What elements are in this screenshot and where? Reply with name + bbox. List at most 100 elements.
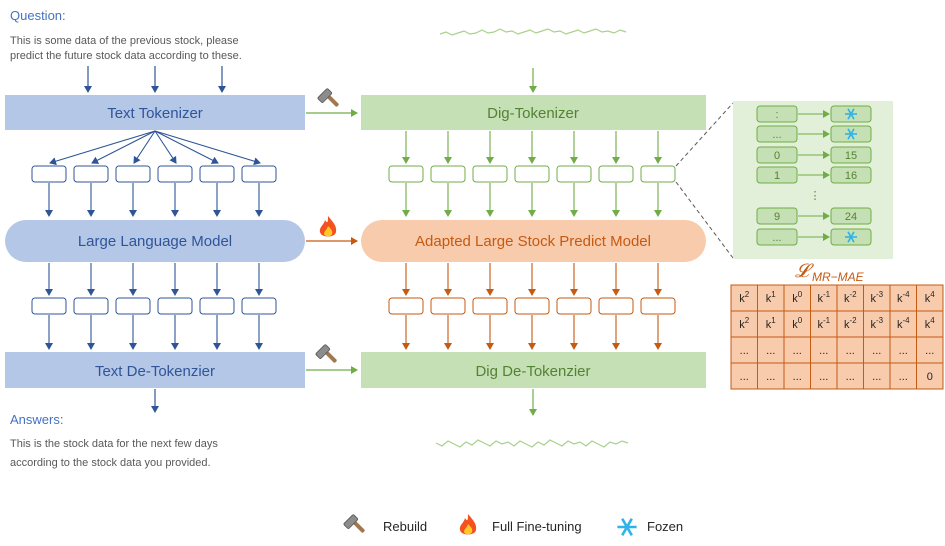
loss-cell-text: ... <box>846 345 855 357</box>
right-token-row-1 <box>388 165 676 183</box>
loss-cell-text: k1 <box>766 316 777 331</box>
vocab-row: 9 24 <box>756 207 872 225</box>
loss-cell-text: ... <box>846 371 855 383</box>
loss-cell <box>916 310 944 338</box>
hammer-icon <box>316 87 340 108</box>
loss-cell <box>889 336 917 364</box>
vocab-row: : <box>756 105 872 123</box>
left-token-row-2 <box>31 297 277 315</box>
text-tokenizer-box <box>5 95 305 130</box>
loss-cell <box>757 336 785 364</box>
loss-cell <box>836 284 864 312</box>
dig-detokenizer-box <box>361 352 706 388</box>
loss-cell-text: ... <box>899 345 908 357</box>
hammer-icon <box>342 513 366 534</box>
tokenizer-fan-arrows <box>49 130 261 166</box>
loss-cell-text: k-3 <box>870 290 883 305</box>
question-line-2: predict the future stock data according … <box>10 50 242 62</box>
loss-cell <box>916 336 944 364</box>
loss-cell-text: k2 <box>739 316 750 331</box>
right-token-row-2 <box>388 297 676 315</box>
text-detokenizer-label: Text De-Tokenzier <box>95 363 215 380</box>
right-token-arrows-1 <box>402 183 662 217</box>
vocab-key: ... <box>772 232 781 244</box>
right-model-arrows <box>402 263 662 296</box>
hammer-icon <box>314 343 338 364</box>
loss-cell-text: k-4 <box>897 316 910 331</box>
question-heading: Question: <box>10 8 66 23</box>
loss-cell-text: k0 <box>792 290 803 305</box>
loss-cell-text: ... <box>819 345 828 357</box>
loss-cell-text: k0 <box>792 316 803 331</box>
loss-cell-text: ... <box>925 345 934 357</box>
loss-cell-text: ... <box>872 371 881 383</box>
loss-cell <box>810 284 838 312</box>
vocab-value: 16 <box>845 170 857 182</box>
legend-finetune-label: Full Fine-tuning <box>492 519 582 534</box>
loss-cell <box>730 336 758 364</box>
flame-icon <box>459 514 477 535</box>
legend-rebuild-label: Rebuild <box>383 519 427 534</box>
loss-cell-text: k4 <box>925 316 936 331</box>
vocab-key: ... <box>772 129 781 141</box>
vocab-row: 1 16 <box>756 166 872 184</box>
loss-cell-text: ... <box>740 371 749 383</box>
loss-cell <box>810 362 838 390</box>
loss-cell-text: k-2 <box>844 290 857 305</box>
text-tokenizer-label: Text Tokenizer <box>107 105 203 122</box>
flame-icon <box>319 216 337 237</box>
answers-line-1: This is the stock data for the next few … <box>10 438 218 450</box>
loss-cell-text: k-4 <box>897 290 910 305</box>
loss-cell <box>730 310 758 338</box>
left-token-arrows-2 <box>45 315 263 350</box>
input-stock-waveform <box>439 28 627 36</box>
right-token-arrows-0 <box>402 131 662 164</box>
loss-cell-text: k-1 <box>817 316 830 331</box>
loss-cell <box>730 284 758 312</box>
left-token-row-1 <box>31 165 277 183</box>
loss-cell-text: k-2 <box>844 316 857 331</box>
stock-model-label: Adapted Large Stock Predict Model <box>415 233 651 250</box>
loss-cell-text: k-3 <box>870 316 883 331</box>
loss-cell <box>916 362 944 390</box>
dig-tokenizer-box <box>361 95 706 130</box>
right-token-arrows-2 <box>402 315 662 350</box>
loss-cell-text: k1 <box>766 290 777 305</box>
text-detokenizer-box <box>5 352 305 388</box>
vocab-value: 15 <box>845 150 857 162</box>
legend-frozen-label: Fozen <box>647 519 683 534</box>
llm-box <box>5 220 305 262</box>
loss-cell-text: k2 <box>739 290 750 305</box>
vocab-key: : <box>775 109 778 121</box>
loss-cell-text: ... <box>793 345 802 357</box>
loss-cell <box>889 362 917 390</box>
vocab-value: 24 <box>845 211 857 223</box>
loss-cell <box>757 362 785 390</box>
left-llm-arrows <box>45 263 263 296</box>
loss-cell <box>863 310 891 338</box>
loss-cell <box>863 362 891 390</box>
vocab-key: 1 <box>774 170 780 182</box>
loss-cell-text: ... <box>766 371 775 383</box>
loss-cell-text: ... <box>899 371 908 383</box>
loss-cell <box>783 362 811 390</box>
loss-cell-text: k4 <box>925 290 936 305</box>
dig-tokenizer-label: Dig-Tokenizer <box>487 105 579 122</box>
loss-cell-text: ... <box>793 371 802 383</box>
legend: Rebuild Full Fine-tuning Fozen <box>342 513 683 537</box>
input-arrows <box>84 66 226 93</box>
llm-label: Large Language Model <box>78 233 232 250</box>
answers-line-2: according to the stock data you provided… <box>10 457 211 469</box>
loss-cell-text: ... <box>766 345 775 357</box>
output-stock-waveform <box>435 439 629 448</box>
left-token-arrows-1 <box>45 183 263 217</box>
dig-detokenizer-label: Dig De-Tokenzier <box>475 363 590 380</box>
vocab-row: 0 15 <box>756 146 872 164</box>
loss-cell-text: 0 <box>927 371 933 383</box>
snowflake-icon <box>616 517 638 537</box>
loss-cell-text: ... <box>819 371 828 383</box>
question-line-1: This is some data of the previous stock,… <box>10 35 239 47</box>
